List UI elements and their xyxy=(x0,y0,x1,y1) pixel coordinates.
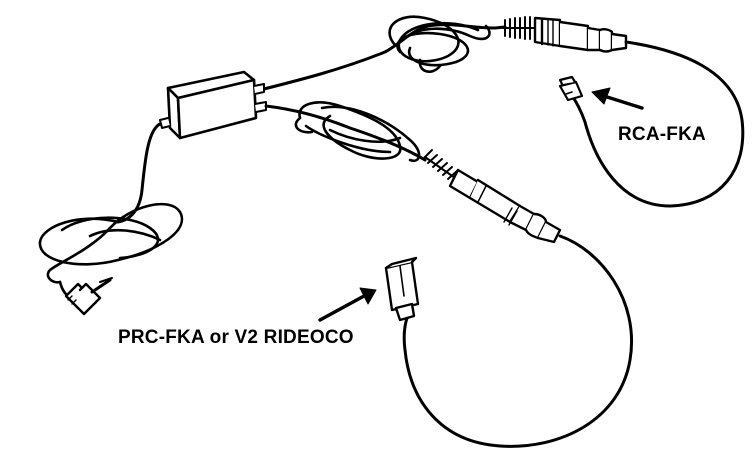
upper-strain-relief xyxy=(502,16,536,40)
lower-strain-relief xyxy=(423,149,459,181)
lower-cable xyxy=(264,104,427,162)
rca-arrow xyxy=(591,87,644,110)
lower-jack xyxy=(448,168,562,244)
prc-arrow xyxy=(318,287,377,322)
prc-fka-label: PRC-FKA or V2 RIDEOCO xyxy=(118,327,354,348)
lower-cable-coil xyxy=(294,101,421,163)
junction-box xyxy=(159,70,267,140)
rca-loop-cable xyxy=(570,40,745,208)
right-angle-plug xyxy=(64,277,113,316)
upper-cable-coil xyxy=(388,15,491,73)
prc-loop-cable xyxy=(402,234,633,448)
left-cable xyxy=(116,122,162,224)
rca-fka-label: RCA-FKA xyxy=(618,124,706,145)
left-cable-coil xyxy=(38,202,184,300)
rca-plug xyxy=(558,75,584,102)
prc-connector xyxy=(384,256,420,322)
upper-jack xyxy=(533,16,628,53)
